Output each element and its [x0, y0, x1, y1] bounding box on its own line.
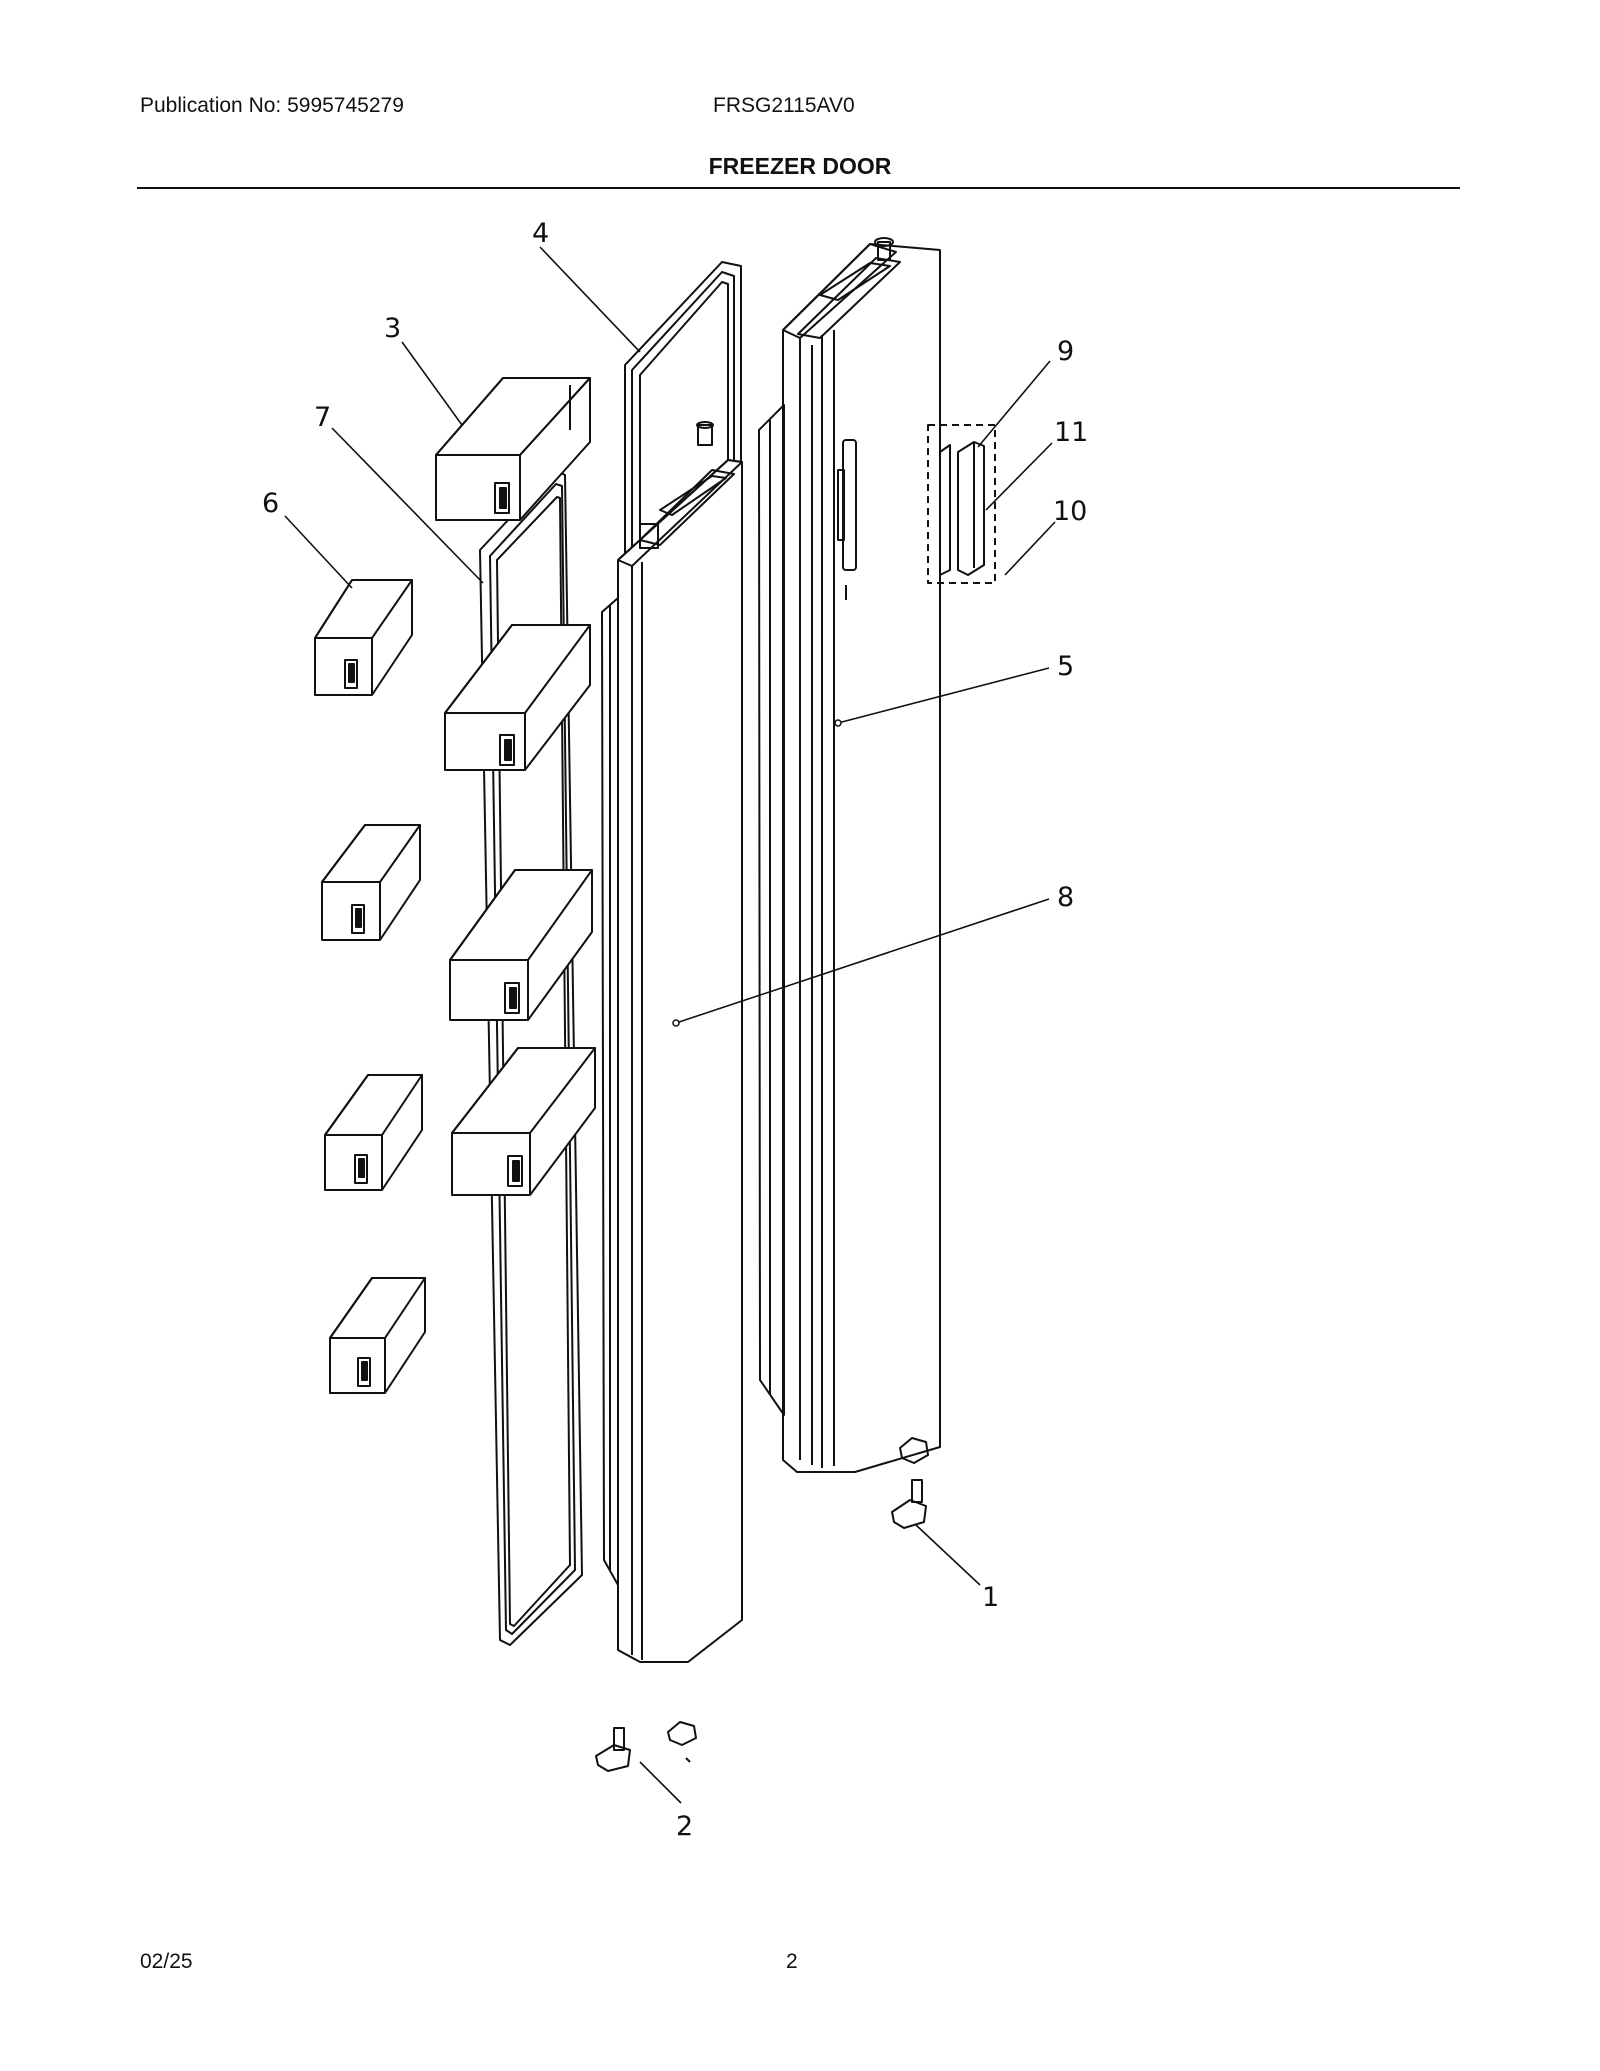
door-inner-liner	[601, 459, 743, 1663]
callout-3: 3	[384, 313, 401, 344]
handle-assembly	[927, 424, 996, 584]
callout-6: 6	[262, 488, 279, 519]
door-bin-top	[435, 377, 591, 521]
door-bin-b1	[444, 624, 591, 771]
callout-7: 7	[314, 402, 331, 433]
door-bin-a3	[324, 1074, 423, 1191]
callout-9: 9	[1057, 336, 1074, 367]
callout-5: 5	[1057, 651, 1074, 682]
hinge-part-2	[595, 1721, 697, 1772]
page-number: 2	[786, 1950, 798, 1973]
door-outer-shell	[758, 237, 941, 1473]
footer-date: 02/25	[140, 1950, 193, 1973]
callout-11: 11	[1054, 417, 1088, 448]
callout-4: 4	[532, 218, 549, 249]
publication-number: Publication No: 5995745279	[140, 94, 404, 117]
callout-8: 8	[1057, 882, 1074, 913]
model-number: FRSG2115AV0	[713, 94, 855, 117]
door-bin-b3	[451, 1047, 596, 1196]
door-bin-a2	[321, 824, 421, 941]
callout-2: 2	[676, 1811, 693, 1842]
door-bin-b2	[449, 869, 593, 1021]
hinge-part-1	[891, 1437, 929, 1529]
door-bin-a4	[329, 1277, 426, 1394]
door-bin-a1	[314, 579, 413, 696]
page-title: FREEZER DOOR	[708, 153, 892, 179]
callout-1: 1	[982, 1582, 999, 1613]
callout-10: 10	[1053, 496, 1087, 527]
leader-lines	[284, 246, 1056, 1804]
header-rule	[137, 187, 1460, 189]
